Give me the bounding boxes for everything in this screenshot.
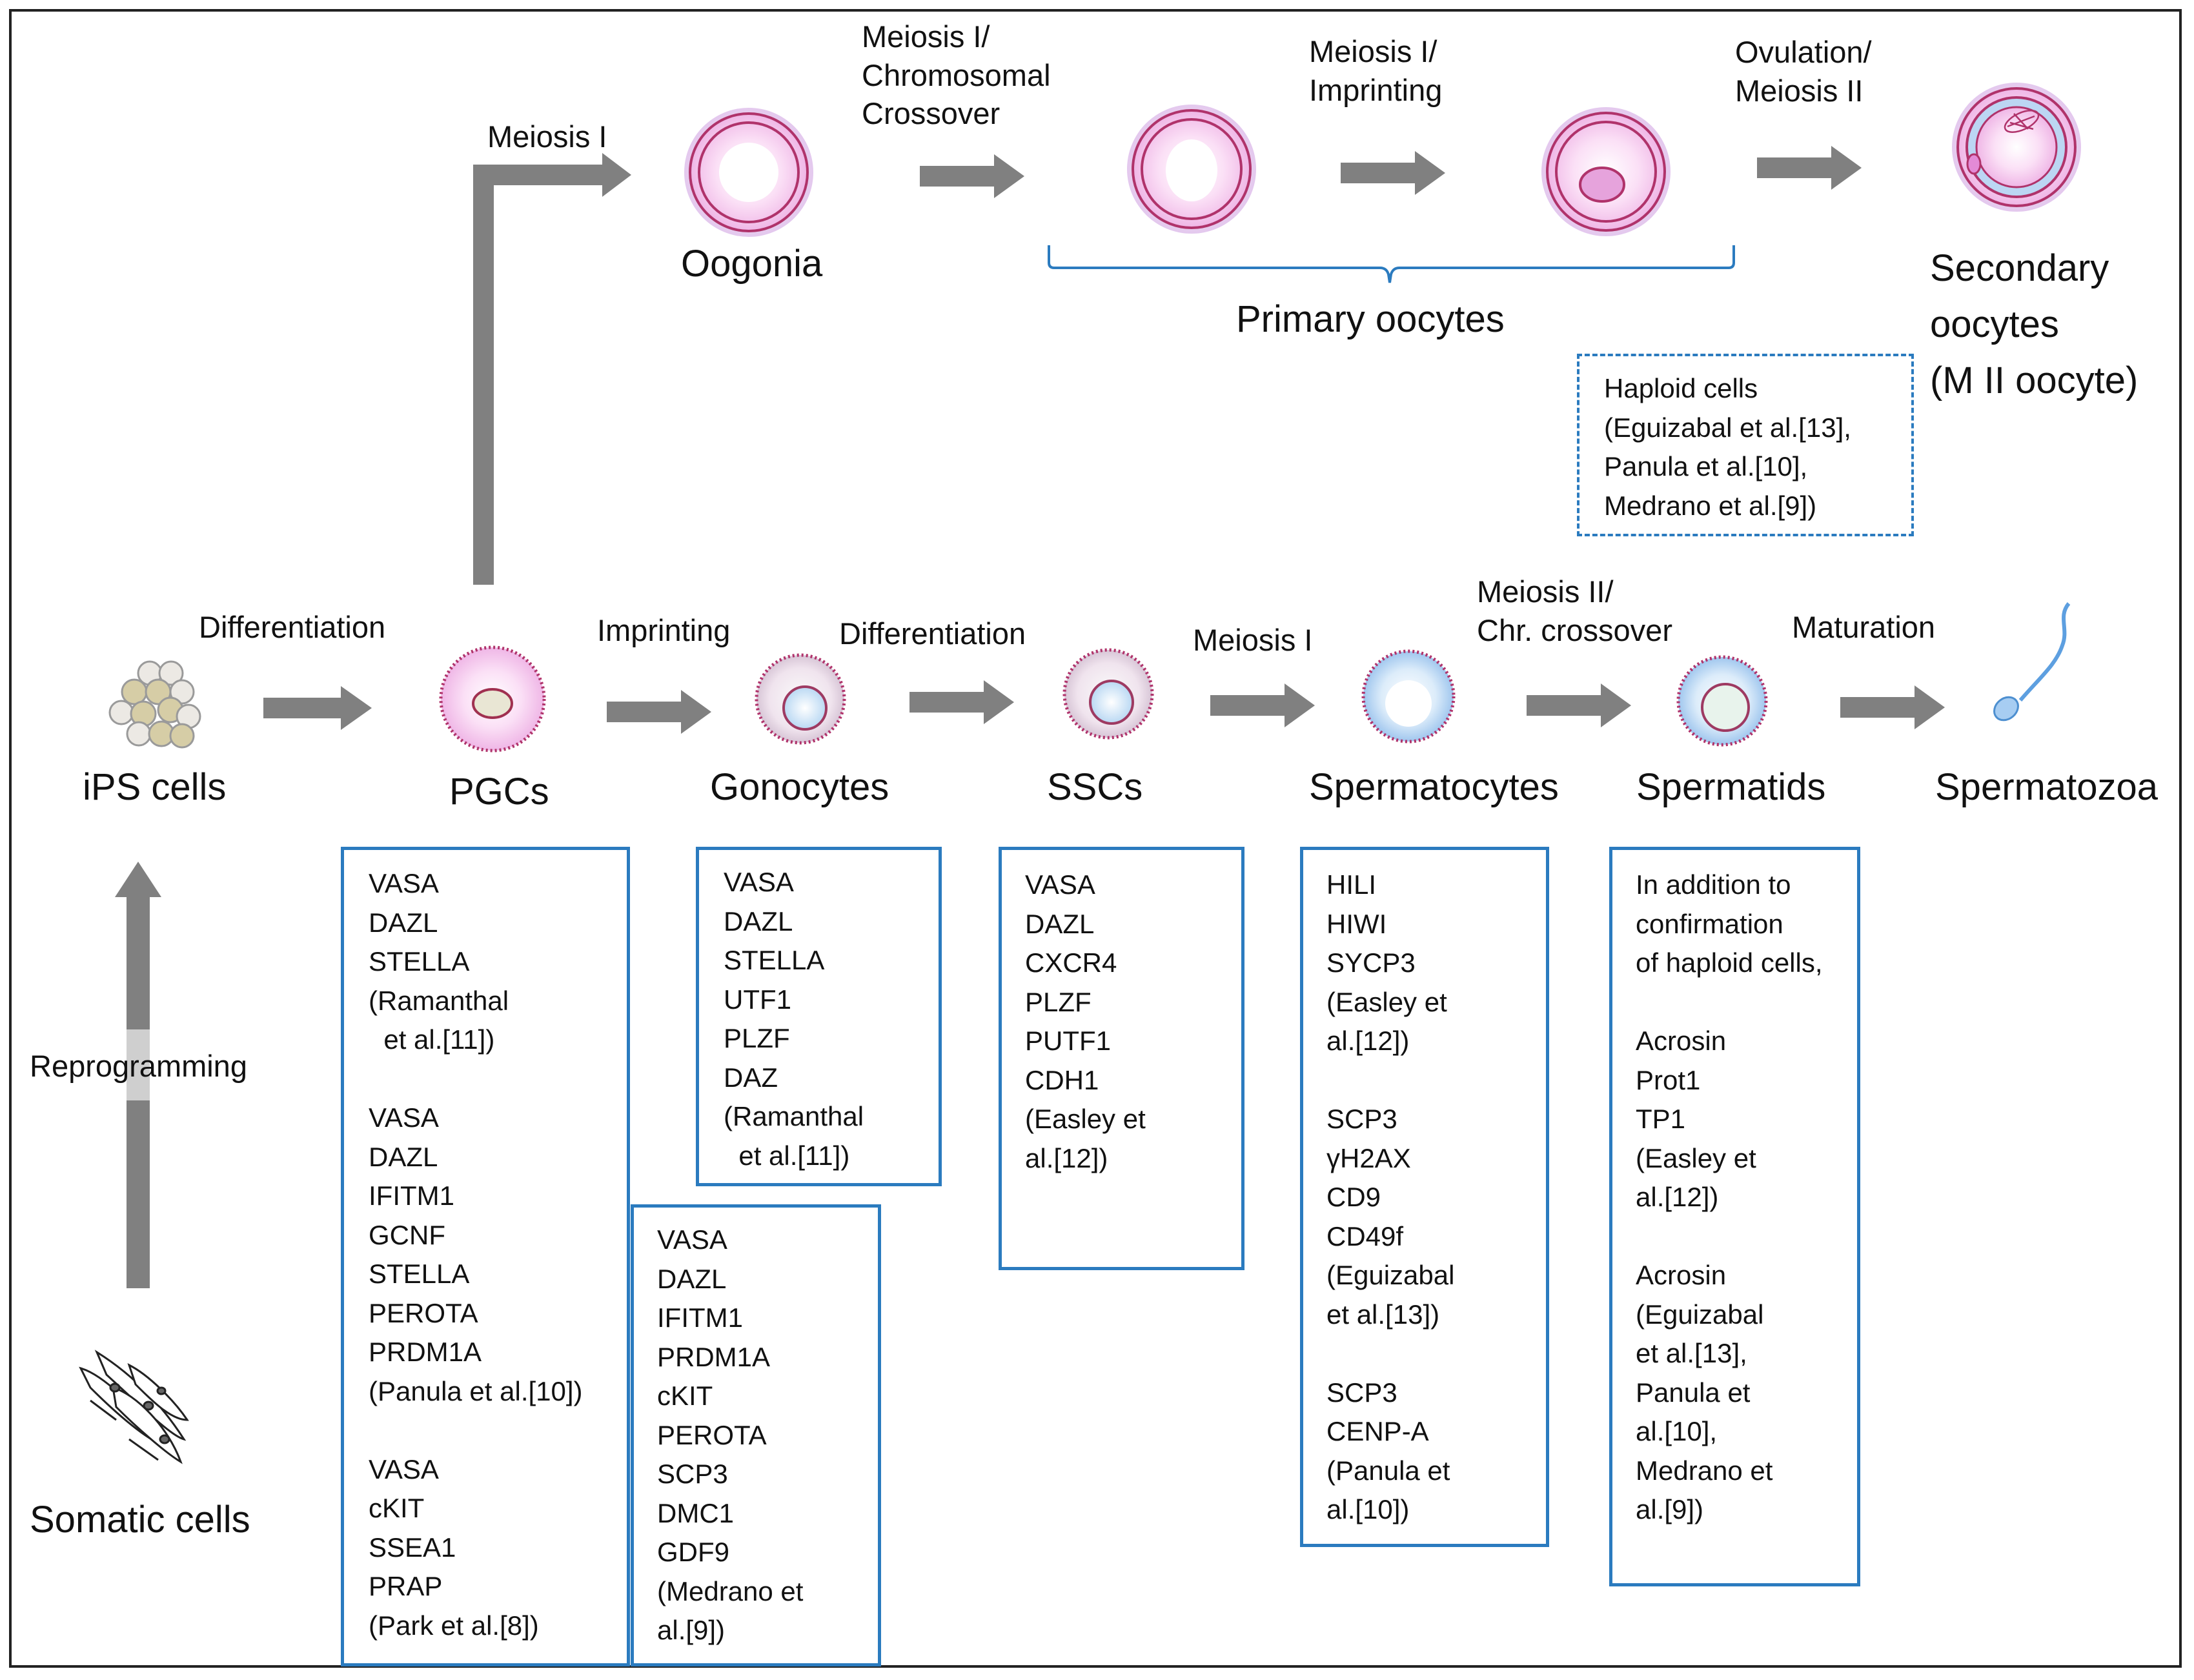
pgcs-marker-box: VASA DAZL STELLA (Ramanthal et al.[11]) …: [341, 847, 630, 1666]
gonocytes-label: Gonocytes: [710, 766, 889, 808]
differentiation-label-1: Differentiation: [199, 610, 386, 644]
spermatocytes-marker-box: HILI HIWI SYCP3 (Easley et al.[12]) SCP3…: [1300, 847, 1549, 1547]
crossover-label: Meiosis I/ Chromosomal Crossover: [862, 19, 1051, 131]
maturation-label: Maturation: [1792, 610, 1936, 644]
imprinting-label: Imprinting: [597, 613, 731, 647]
pgc-to-oogonia-stem: [473, 174, 494, 585]
gonocyte-cell: [755, 653, 846, 745]
reprogramming-arrow-highlight: [127, 1029, 150, 1100]
primary-oocyte-cell-1: [1127, 105, 1256, 234]
maturation-arrow: [1840, 685, 1945, 729]
secondary-oocyte-cell: [1952, 83, 2081, 212]
imprinting-arrow: [607, 690, 711, 734]
ovulation-arrow: [1757, 146, 1862, 190]
gonocytes-medrano-marker-list: VASA DAZL IFITM1 PRDM1A cKIT PEROTA SCP3…: [657, 1224, 804, 1645]
pgc-to-oogonia-arrowhead: [602, 153, 631, 197]
meiosis1-label: Meiosis I: [1193, 623, 1313, 657]
pgcs-label: PGCs: [449, 771, 549, 813]
differentiation-label-2: Differentiation: [839, 616, 1026, 651]
pgcs-marker-list: VASA DAZL STELLA (Ramanthal et al.[11]) …: [369, 868, 583, 1641]
spermatozoa-label: Spermatozoa: [1935, 766, 2158, 808]
meiosis2-label: Meiosis II/ Chr. crossover: [1477, 574, 1672, 647]
secondary-oocytes-label: Secondary oocytes (M II oocyte): [1930, 247, 2138, 401]
somatic-cells-label: Somatic cells: [30, 1499, 250, 1541]
spermatids-marker-list: In addition to confirmation of haploid c…: [1636, 869, 1823, 1524]
differentiation-arrow-2: [909, 680, 1014, 724]
spermatocytes-marker-list: HILI HIWI SYCP3 (Easley et al.[12]) SCP3…: [1326, 869, 1455, 1524]
imprinting-top-arrow: [1341, 151, 1445, 195]
spermatocytes-label: Spermatocytes: [1309, 766, 1559, 808]
pgc-cell: [439, 645, 546, 753]
oogonia-cell: [684, 108, 813, 237]
ips-cells-cluster: [108, 660, 201, 749]
primary-oocytes-brace: [1048, 245, 1735, 283]
meiosis1-arrow: [1210, 683, 1315, 727]
imprinting-top-label: Meiosis I/ Imprinting: [1309, 34, 1443, 107]
spermatozoon-icon: [1993, 602, 2071, 722]
meiosis1-top-label: Meiosis I: [487, 119, 607, 154]
spermatid-cell: [1676, 655, 1768, 747]
primary-oocytes-label: Primary oocytes: [1236, 298, 1505, 340]
spermatids-label: Spermatids: [1636, 766, 1826, 808]
ips-cells-label: iPS cells: [83, 766, 227, 808]
gonocytes-marker-box: VASA DAZL STELLA UTF1 PLZF DAZ (Ramantha…: [696, 847, 942, 1186]
oogonia-label: Oogonia: [681, 243, 823, 285]
reprogramming-label: Reprogramming: [30, 1049, 247, 1083]
sscs-marker-box: VASA DAZL CXCR4 PLZF PUTF1 CDH1 (Easley …: [999, 847, 1244, 1270]
spermatocyte-cell: [1361, 649, 1456, 744]
ssc-cell: [1062, 648, 1154, 740]
primary-oocyte-cell-2: [1541, 107, 1671, 236]
haploid-cells-box: Haploid cells (Eguizabal et al.[13], Pan…: [1577, 354, 1914, 536]
somatic-cells-icon: [79, 1350, 189, 1464]
spermatids-marker-box: In addition to confirmation of haploid c…: [1609, 847, 1860, 1586]
ovulation-label: Ovulation/ Meiosis II: [1735, 35, 1872, 108]
gonocytes-medrano-marker-box: VASA DAZL IFITM1 PRDM1A cKIT PEROTA SCP3…: [631, 1204, 881, 1666]
figure-frame: [9, 9, 2182, 1668]
crossover-arrow: [920, 154, 1024, 198]
pgc-to-oogonia-branch: [473, 165, 602, 185]
sscs-marker-list: VASA DAZL CXCR4 PLZF PUTF1 CDH1 (Easley …: [1025, 869, 1146, 1173]
differentiation-arrow-1: [263, 686, 372, 730]
gonocytes-marker-list: VASA DAZL STELLA UTF1 PLZF DAZ (Ramantha…: [724, 867, 864, 1171]
meiosis2-arrow: [1527, 683, 1631, 727]
sscs-label: SSCs: [1047, 766, 1143, 808]
haploid-cells-text: Haploid cells (Eguizabal et al.[13], Pan…: [1604, 373, 1851, 521]
